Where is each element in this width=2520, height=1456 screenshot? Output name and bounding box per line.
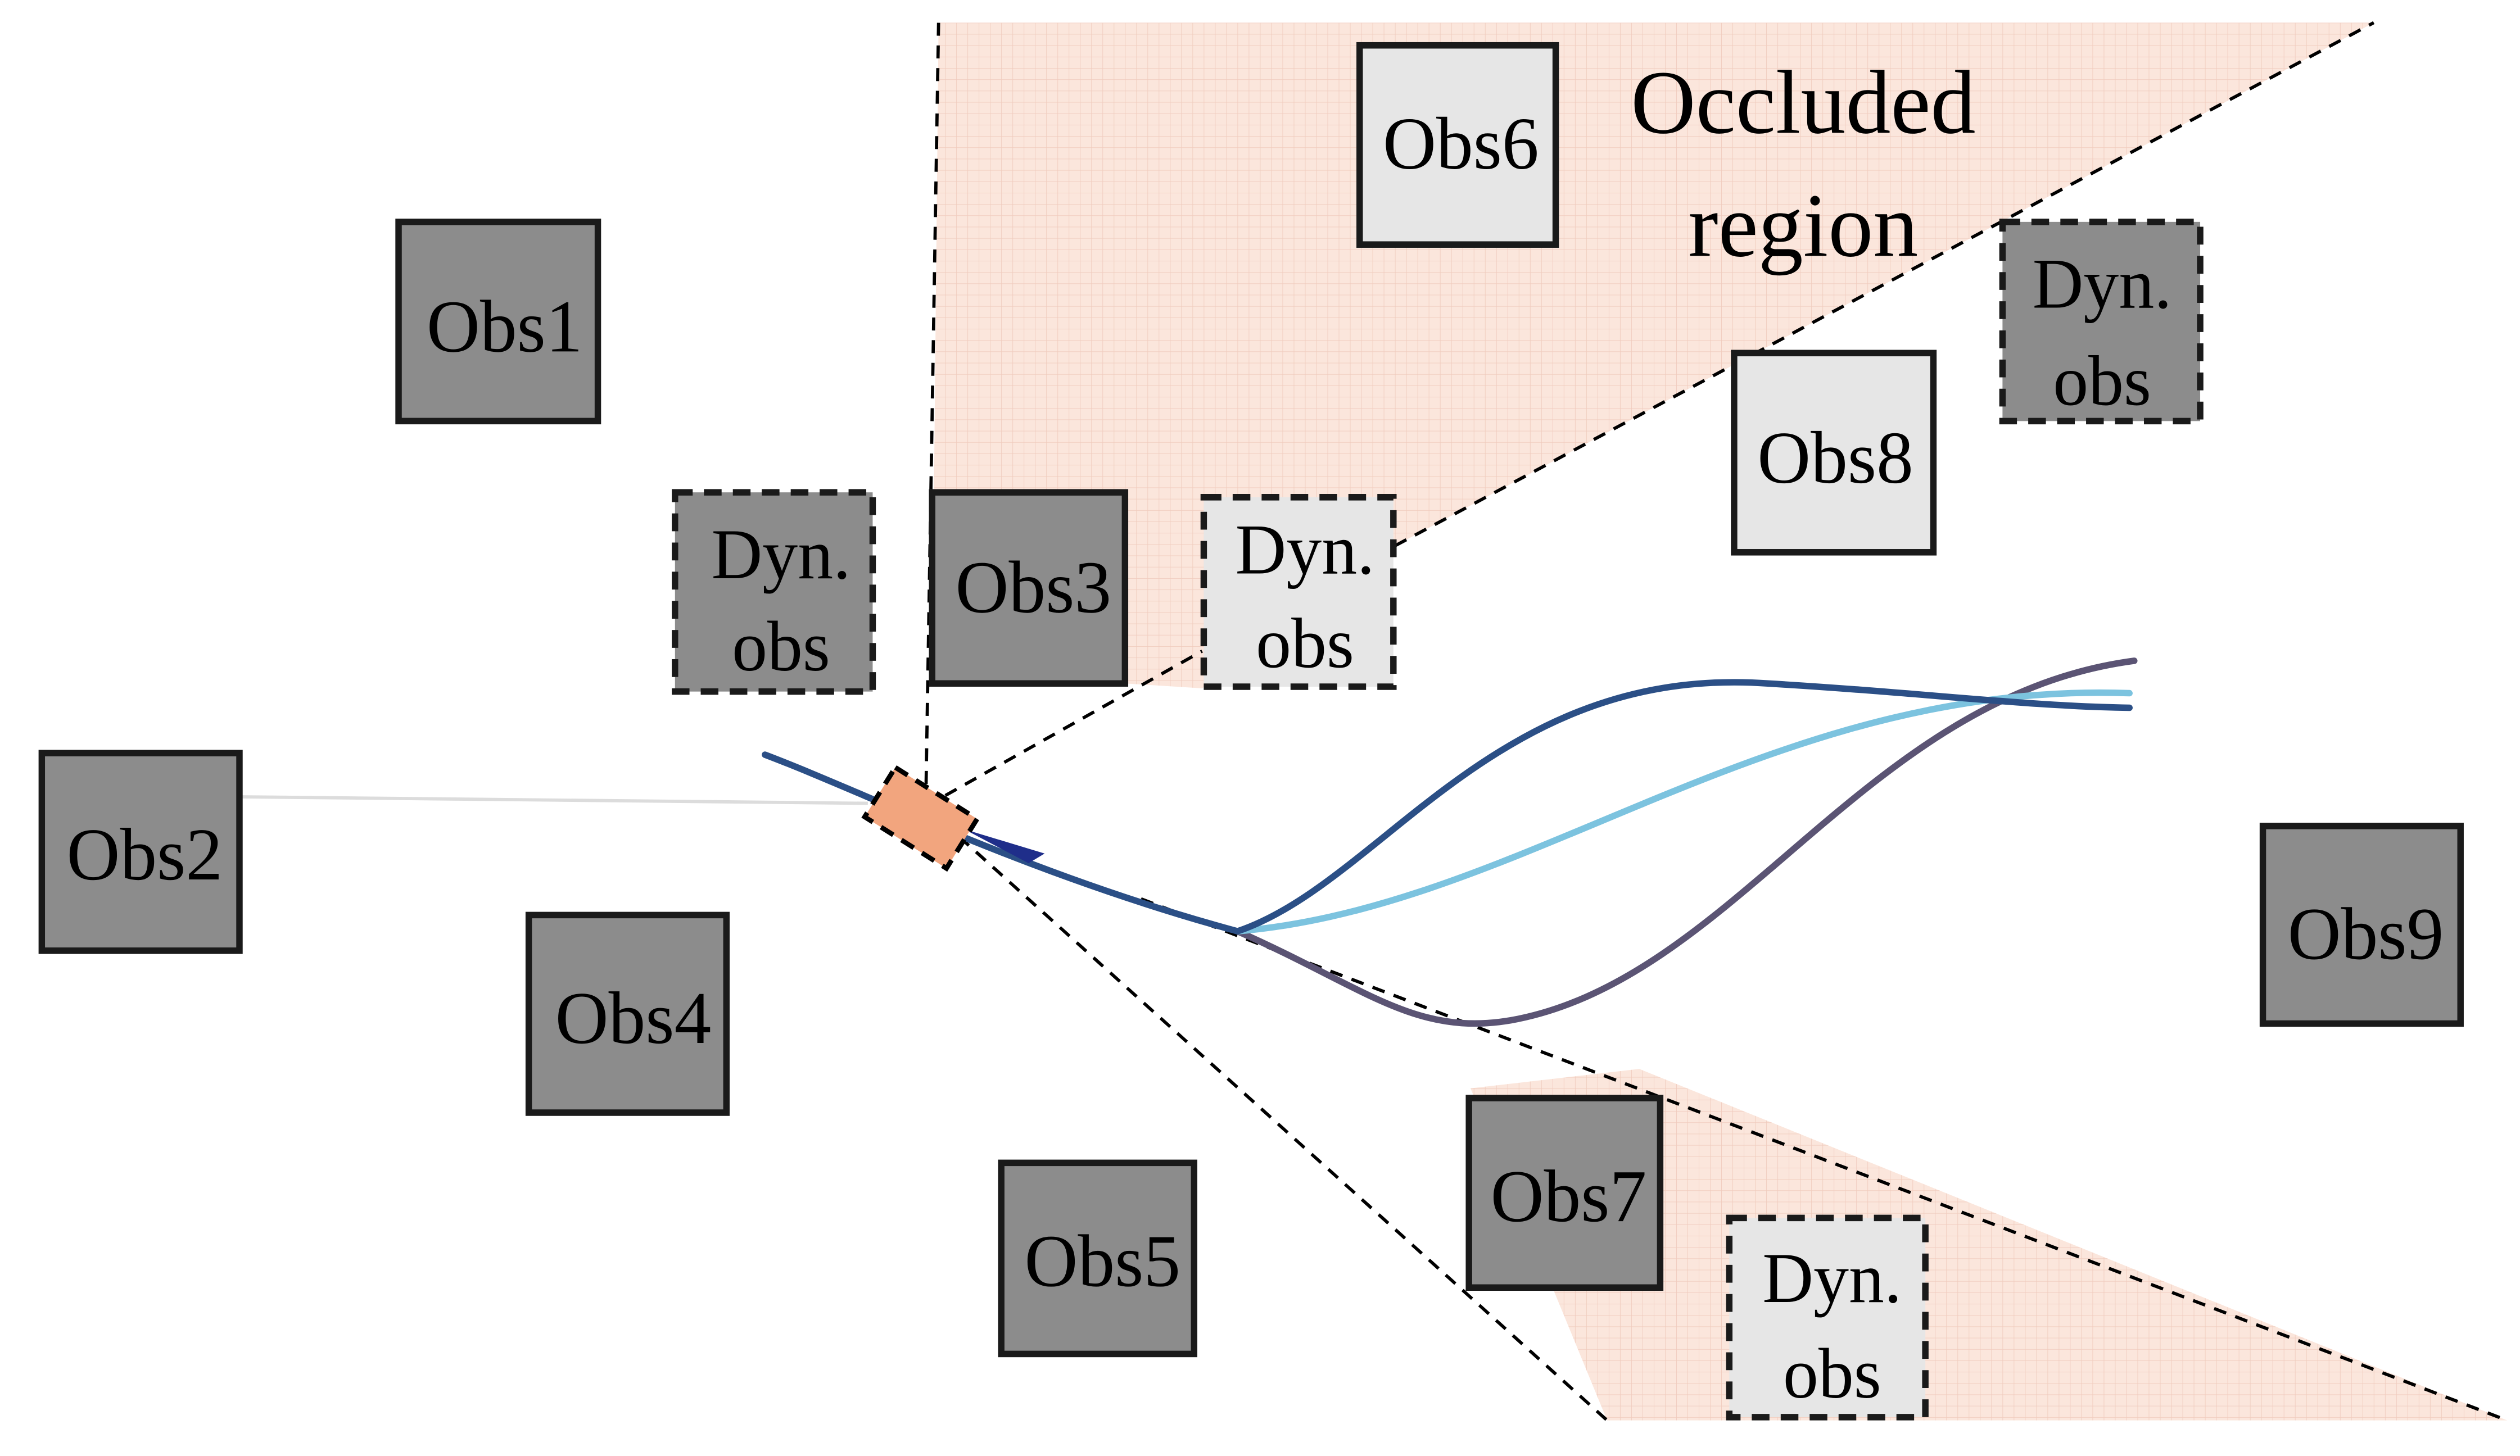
trajectory-purple (1234, 657, 2138, 1027)
obstacle-obs8: Obs8 (1731, 350, 1937, 556)
dynamic-obstacle-label-line1: Dyn. (2033, 244, 2172, 324)
past-trajectory (241, 795, 868, 805)
occluded-region-label-line1: Occluded (1631, 52, 1975, 153)
planned-trajectories (762, 657, 2138, 1027)
ego-vehicle (861, 764, 981, 872)
obstacle-label: Obs9 (2288, 892, 2444, 976)
obstacle-label: Obs8 (1757, 416, 1913, 499)
obstacle-obs4: Obs4 (525, 911, 730, 1116)
dynamic-obstacle-label-line2: obs (2053, 342, 2151, 421)
dynamic-obstacle-left: Dyn. obs (672, 489, 876, 695)
trajectory-light-blue (1234, 689, 2133, 935)
dynamic-obstacle-top-right: Dyn. obs (1999, 219, 2204, 425)
obstacle-obs1: Obs1 (395, 219, 601, 425)
obstacle-obs7: Obs7 (1465, 1095, 1664, 1291)
trajectory-dark-blue (762, 679, 2133, 935)
obstacle-label: Obs3 (956, 546, 1112, 629)
obstacle-label: Obs6 (1383, 102, 1539, 185)
obstacle-obs3: Obs3 (929, 489, 1129, 687)
obstacle-label: Obs1 (427, 285, 583, 368)
obstacle-obs2: Obs2 (38, 750, 243, 954)
obstacle-obs9: Obs9 (2259, 823, 2464, 1027)
field-of-view-lines (924, 21, 2508, 1422)
obstacle-obs5: Obs5 (998, 1159, 1197, 1358)
obstacle-label: Obs2 (66, 813, 223, 896)
dynamic-obstacle-mid: Dyn. obs (1200, 494, 1397, 690)
obstacle-label: Obs4 (555, 977, 712, 1060)
dynamic-obstacle-bottom: Dyn. obs (1726, 1214, 1929, 1421)
obstacle-label: Obs7 (1491, 1155, 1647, 1238)
dynamic-obstacle-label-line1: Dyn. (1236, 510, 1375, 589)
obstacle-label: Obs5 (1024, 1219, 1180, 1303)
occluded-region-label-line2: region (1688, 175, 1918, 276)
dynamic-obstacle-label-line1: Dyn. (1762, 1239, 1902, 1318)
dynamic-obstacle-label-line1: Dyn. (711, 515, 850, 594)
dynamic-obstacle-label-line2: obs (1783, 1335, 1881, 1414)
dynamic-obstacle-label-line2: obs (732, 607, 830, 687)
dynamic-obstacle-label-line2: obs (1256, 604, 1354, 683)
heading-arrow (964, 829, 1045, 864)
obstacle-obs6: Obs6 (1356, 42, 1559, 248)
